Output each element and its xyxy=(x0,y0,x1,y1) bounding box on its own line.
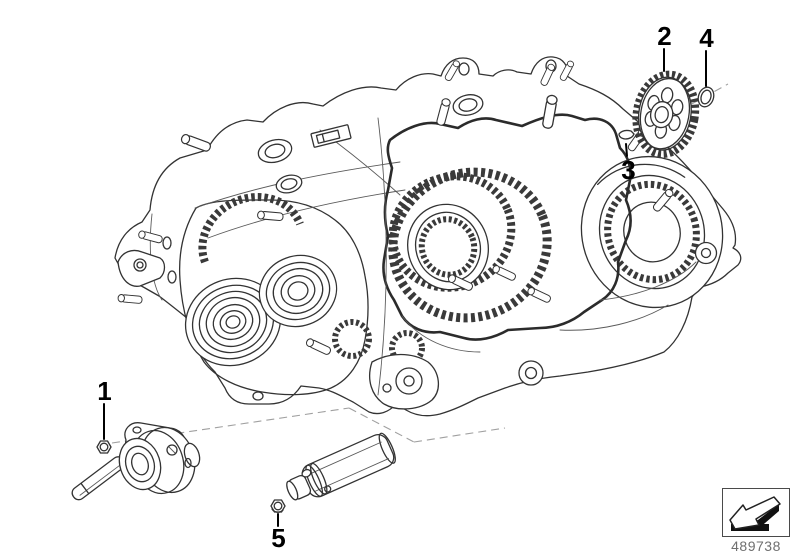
oring-drawing xyxy=(697,86,715,108)
callout-2[interactable]: 2 xyxy=(657,21,671,51)
bearing-journal-drawing xyxy=(71,422,201,501)
thumbnail-box[interactable] xyxy=(722,488,790,537)
thumbnail-arrow-icon xyxy=(729,496,781,531)
output-shaft-drawing xyxy=(270,432,396,513)
journal-shaft xyxy=(71,456,126,501)
callout-1[interactable]: 1 xyxy=(97,376,111,406)
callout-3[interactable]: 3 xyxy=(621,155,635,185)
gearbox-housing-drawing xyxy=(114,56,742,417)
callout-5[interactable]: 5 xyxy=(271,523,285,553)
callout-leader-lines xyxy=(103,48,707,527)
housing-emblem-plate xyxy=(310,124,352,148)
callout-4[interactable]: 4 xyxy=(699,23,713,53)
woodruff-key-drawing xyxy=(618,129,635,140)
callout-3-leader xyxy=(625,143,628,157)
nut-part5 xyxy=(270,499,286,513)
sprocket-drawing xyxy=(632,70,700,159)
bearing-bore-mid xyxy=(258,254,338,328)
drawing-number: 489738 xyxy=(731,538,781,554)
nut-part1 xyxy=(96,440,112,454)
